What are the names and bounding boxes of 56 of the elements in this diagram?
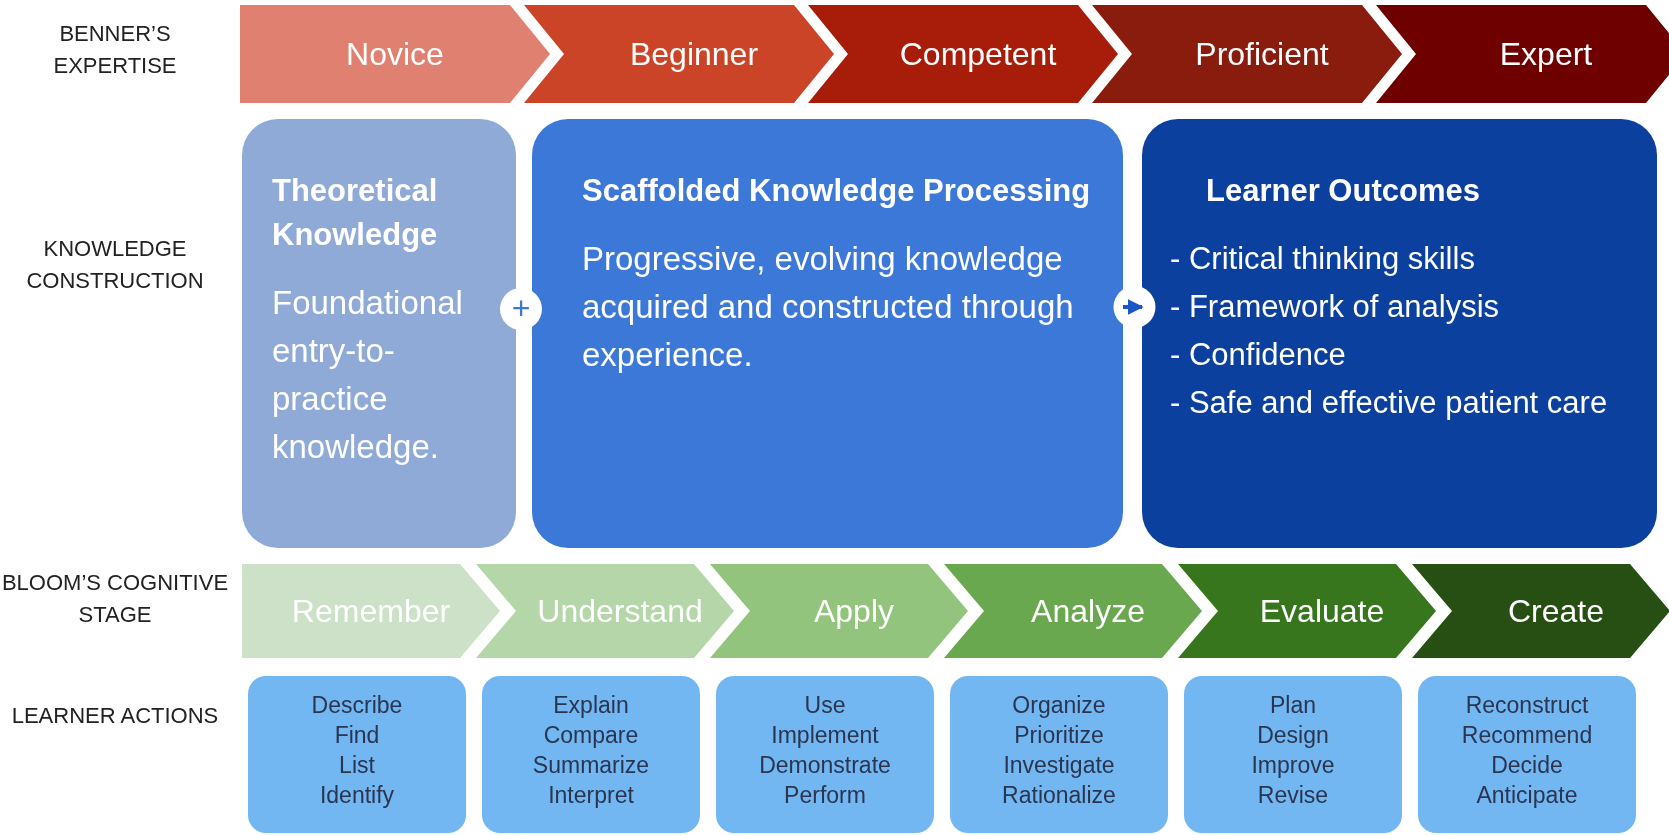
action-verb: Summarize xyxy=(531,751,651,780)
row-label: KNOWLEDGE CONSTRUCTION xyxy=(25,235,205,295)
panel-text: Foundational entry-to-practice knowledge. xyxy=(272,283,464,467)
outcome-item: - Critical thinking skills xyxy=(1170,240,1476,278)
row-label: BENNER’S EXPERTISE xyxy=(52,20,178,80)
panel-heading: Learner Outcomes xyxy=(1205,172,1481,210)
row-label: LEARNER ACTIONS xyxy=(10,702,220,730)
action-verb: Anticipate xyxy=(1475,781,1579,810)
action-verb: Design xyxy=(1256,721,1330,750)
action-card xyxy=(950,676,1168,833)
chevron-step: Apply xyxy=(710,564,968,658)
action-verb: Plan xyxy=(1268,691,1317,720)
action-verb: Implement xyxy=(770,721,880,750)
action-verb: Identify xyxy=(318,781,396,810)
chevron-step: Novice xyxy=(240,5,550,103)
outcome-item: - Confidence xyxy=(1170,336,1347,374)
action-verb: Explain xyxy=(552,691,630,720)
chevron-step: Analyze xyxy=(944,564,1202,658)
action-verb: Perform xyxy=(783,781,867,810)
action-verb: Organize xyxy=(1011,691,1107,720)
action-card xyxy=(1184,676,1402,833)
chevron-step: Evaluate xyxy=(1178,564,1436,658)
action-verb: Prioritize xyxy=(1013,721,1105,750)
chevron-step: Beginner xyxy=(524,5,834,103)
panel-text: Progressive, evolving knowledge acquired and constructed through experience. xyxy=(582,239,1075,375)
action-verb: Investigate xyxy=(1002,751,1116,780)
content-panel xyxy=(532,119,1123,548)
outcome-item: - Safe and effective patient care xyxy=(1170,384,1609,422)
chevron-step: Understand xyxy=(476,564,734,658)
chevron-step: Competent xyxy=(808,5,1118,103)
action-verb: Interpret xyxy=(547,781,635,810)
action-verb: Rationalize xyxy=(1001,781,1117,810)
content-panel xyxy=(1142,119,1657,548)
arrow xyxy=(1123,299,1144,315)
action-verb: Compare xyxy=(542,721,640,750)
panel-heading: Scaffolded Knowledge Processing xyxy=(582,172,1092,210)
action-card xyxy=(248,676,466,833)
action-card xyxy=(482,676,700,833)
action-verb: Reconstruct xyxy=(1464,691,1590,720)
panel-heading: Theoretical Knowledge xyxy=(272,172,439,254)
outcome-item: - Framework of analysis xyxy=(1170,288,1501,326)
action-verb: Revise xyxy=(1256,781,1330,810)
chevron-step: Proficient xyxy=(1092,5,1402,103)
action-card xyxy=(716,676,934,833)
action-verb: Improve xyxy=(1250,751,1336,780)
action-verb: Use xyxy=(803,691,847,720)
action-verb: Decide xyxy=(1490,751,1564,780)
chevron-step: Create xyxy=(1412,564,1669,658)
row-label: BLOOM’S COGNITIVE STAGE xyxy=(0,569,230,629)
action-verb: Demonstrate xyxy=(758,751,892,780)
action-verb: List xyxy=(338,751,376,780)
action-verb: Describe xyxy=(310,691,404,720)
action-verb: Find xyxy=(333,721,381,750)
action-verb: Recommend xyxy=(1460,721,1594,750)
action-card xyxy=(1418,676,1636,833)
chevron-step: Expert xyxy=(1376,5,1669,103)
